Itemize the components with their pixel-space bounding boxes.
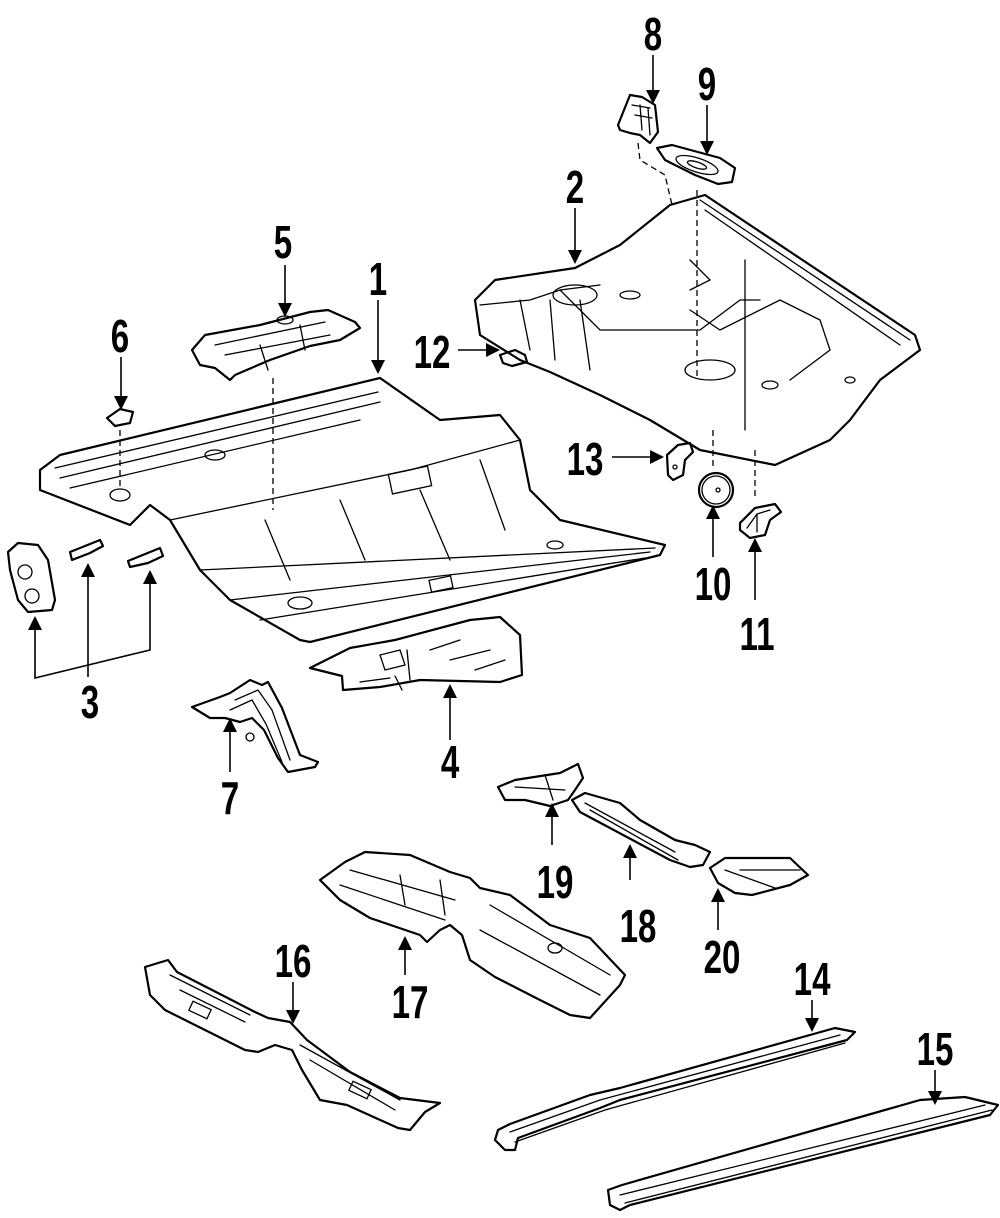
callout-12[interactable]: 12 — [414, 328, 451, 378]
callout-19[interactable]: 19 — [537, 858, 574, 908]
part-16-side-rail[interactable] — [143, 958, 442, 1132]
callout-17[interactable]: 17 — [392, 978, 429, 1028]
part-17-side-rail[interactable] — [318, 850, 627, 1020]
part-5-center-reinforcement[interactable] — [190, 308, 362, 382]
part-1-front-floor-pan[interactable] — [38, 376, 667, 644]
callout-20[interactable]: 20 — [704, 933, 741, 983]
part-10-round-plug[interactable] — [697, 471, 735, 509]
callout-3[interactable]: 3 — [81, 678, 99, 728]
callout-5[interactable]: 5 — [274, 218, 292, 268]
part-6-small-bracket[interactable] — [105, 407, 135, 428]
part-7-tunnel-brace[interactable] — [190, 678, 320, 774]
assembly-lines — [119, 142, 756, 510]
callout-15[interactable]: 15 — [917, 1025, 954, 1075]
part-8-upper-bracket[interactable] — [616, 93, 660, 145]
callout-14[interactable]: 14 — [794, 955, 831, 1005]
part-20-rail-extension[interactable] — [708, 856, 810, 897]
callout-labels: 1 2 3 4 5 6 7 8 9 10 11 12 13 14 15 16 1… — [81, 10, 954, 1075]
callout-9[interactable]: 9 — [698, 60, 716, 110]
part-13-side-bracket[interactable] — [665, 441, 695, 482]
callout-8[interactable]: 8 — [644, 10, 662, 60]
part-11-rear-bracket[interactable] — [738, 502, 783, 540]
callout-16[interactable]: 16 — [275, 937, 312, 987]
part-18-rear-rail[interactable] — [570, 791, 712, 869]
callout-6[interactable]: 6 — [111, 312, 129, 362]
part-12-small-plate[interactable] — [498, 348, 529, 368]
part-3-brackets[interactable] — [6, 538, 165, 614]
part-9-mount-plate[interactable] — [655, 143, 737, 186]
leader-lines — [28, 55, 942, 1105]
callout-10[interactable]: 10 — [695, 560, 732, 610]
part-15-rocker-reinforcement[interactable] — [606, 1095, 1000, 1212]
part-14-rocker-reinforcement[interactable] — [493, 1026, 857, 1152]
part-4-floor-reinforcement[interactable] — [308, 615, 524, 692]
callout-18[interactable]: 18 — [620, 902, 657, 952]
callout-11[interactable]: 11 — [739, 610, 774, 660]
part-2-rear-floor-pan[interactable] — [473, 193, 922, 467]
callout-13[interactable]: 13 — [567, 435, 604, 485]
callout-2[interactable]: 2 — [566, 163, 584, 213]
part-19-rail-extension[interactable] — [496, 762, 585, 808]
callout-1[interactable]: 1 — [369, 255, 387, 305]
callout-4[interactable]: 4 — [441, 738, 460, 788]
callout-7[interactable]: 7 — [221, 774, 239, 824]
